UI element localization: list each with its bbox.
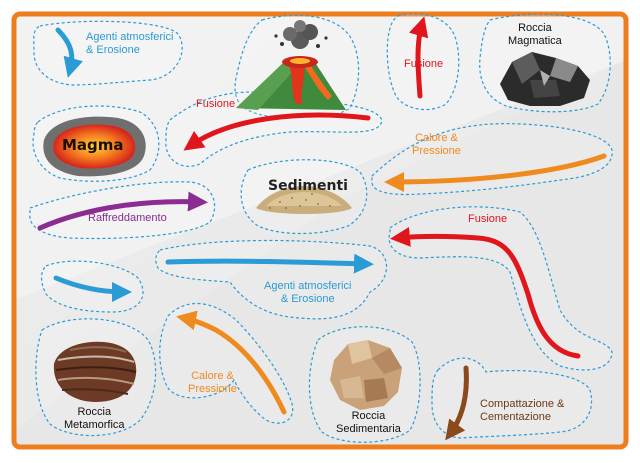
- arrow-melting-volcano: [183, 112, 371, 151]
- igneous-rock-label: Roccia Magmatica: [508, 22, 562, 47]
- outline-melting-right: [388, 206, 613, 371]
- process-compaction: Compattazione & Cementazione: [480, 398, 565, 423]
- process-heat-pressure-right: Calore & Pressione: [412, 132, 461, 157]
- process-melting-right: Fusione: [468, 213, 508, 225]
- arrow-compaction: [445, 365, 469, 441]
- arrow-weathering-middle: [165, 253, 374, 274]
- outline-cooling: [29, 181, 216, 240]
- process-weathering-middle: Agenti atmosferici & Erosione: [264, 280, 352, 305]
- sedimentary-rock-icon: [330, 340, 402, 410]
- process-cooling: Raffreddamento: [88, 212, 167, 224]
- arrow-cooling: [37, 191, 208, 231]
- board-light-sheen: [14, 14, 626, 300]
- sediments-label: Sedimenti: [268, 178, 348, 194]
- arrow-heat-pressure-bottom: [176, 310, 287, 415]
- arrow-melting-top: [408, 16, 429, 99]
- arrow-small-weathering: [53, 275, 132, 302]
- process-melting-volcano: Fusione: [196, 98, 236, 110]
- volcano-icon: [236, 20, 346, 110]
- outline-heat-pressure-right: [371, 123, 613, 196]
- outline-melting-volcano: [165, 91, 383, 167]
- sediment-pile-icon: [256, 186, 352, 214]
- board-shading: [14, 60, 626, 447]
- process-melting-top: Fusione: [404, 58, 444, 70]
- arrow-heat-pressure-right: [384, 153, 607, 192]
- metamorphic-rock-label: Roccia Metamorfica: [64, 406, 125, 431]
- metamorphic-rock-icon: [53, 341, 137, 402]
- process-weathering-top: Agenti atmosferici & Erosione: [86, 31, 174, 56]
- outline-compaction: [431, 357, 592, 439]
- magma-rock-icon: [43, 116, 146, 177]
- arrow-melting-right: [390, 226, 581, 359]
- process-heat-pressure-bottom: Calore & Pressione: [188, 370, 237, 395]
- magma-label: Magma: [62, 136, 124, 154]
- outline-melting-top: [386, 13, 460, 111]
- arrow-weathering-top: [55, 27, 83, 78]
- board-frame: [11, 11, 629, 450]
- outline-heat-pressure-bottom: [159, 302, 294, 424]
- igneous-rock-icon: [500, 52, 590, 106]
- sedimentary-rock-label: Roccia Sedimentaria: [336, 410, 401, 435]
